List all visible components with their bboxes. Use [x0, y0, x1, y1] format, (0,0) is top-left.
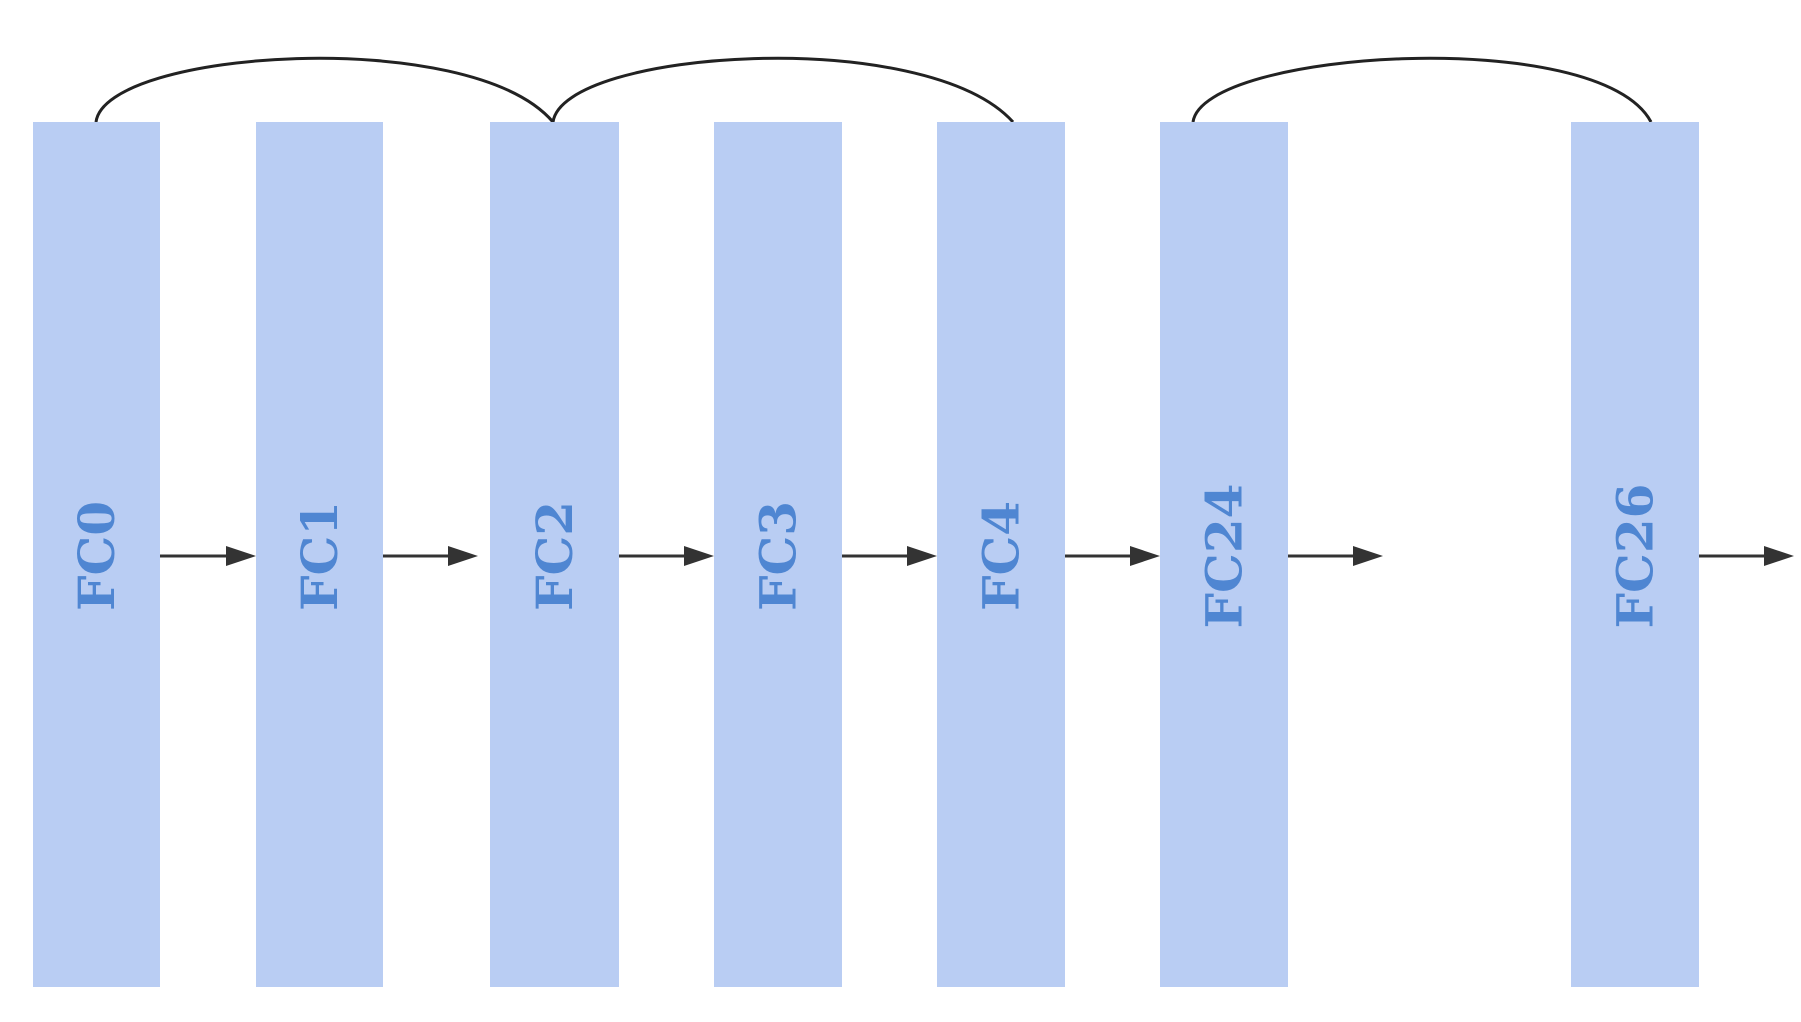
- block-fc0: FC0: [33, 122, 160, 987]
- block-fc2: FC2: [490, 122, 619, 987]
- block-fc1: FC1: [256, 122, 383, 987]
- block-fc1-rect: [256, 122, 383, 987]
- block-fc24-label: FC24: [1195, 484, 1254, 629]
- arrow-fc26-out: [1699, 546, 1794, 566]
- arrow-fc4-fc24: [1065, 546, 1160, 566]
- block-fc1-label: FC1: [290, 501, 349, 611]
- block-fc3-label: FC3: [749, 501, 808, 611]
- arrow-fc2-fc3: [619, 546, 714, 566]
- block-fc0-label: FC0: [67, 501, 126, 611]
- block-fc26-rect: [1571, 122, 1699, 987]
- block-fc0-rect: [33, 122, 160, 987]
- block-fc24-rect: [1160, 122, 1288, 987]
- block-fc24: FC24: [1160, 122, 1288, 987]
- arrow-fc0-fc1: [160, 546, 256, 566]
- arrow-fc3-fc4: [842, 546, 937, 566]
- arrow-fc1-fc2: [383, 546, 478, 566]
- block-fc4: FC4: [937, 122, 1065, 987]
- block-fc2-rect: [490, 122, 619, 987]
- skip-arc-fc2-fc4: [551, 56, 1015, 124]
- block-fc4-label: FC4: [972, 501, 1031, 611]
- block-fc3: FC3: [714, 122, 842, 987]
- block-fc26: FC26: [1571, 122, 1699, 987]
- block-fc26-label: FC26: [1606, 484, 1665, 629]
- block-fc4-rect: [937, 122, 1065, 987]
- arrow-fc24-gap: [1288, 546, 1383, 566]
- block-fc3-rect: [714, 122, 842, 987]
- skip-arc-fc24-fc26: [1191, 56, 1653, 123]
- skip-arc-fc0-fc2: [94, 56, 555, 123]
- block-fc2-label: FC2: [525, 501, 584, 611]
